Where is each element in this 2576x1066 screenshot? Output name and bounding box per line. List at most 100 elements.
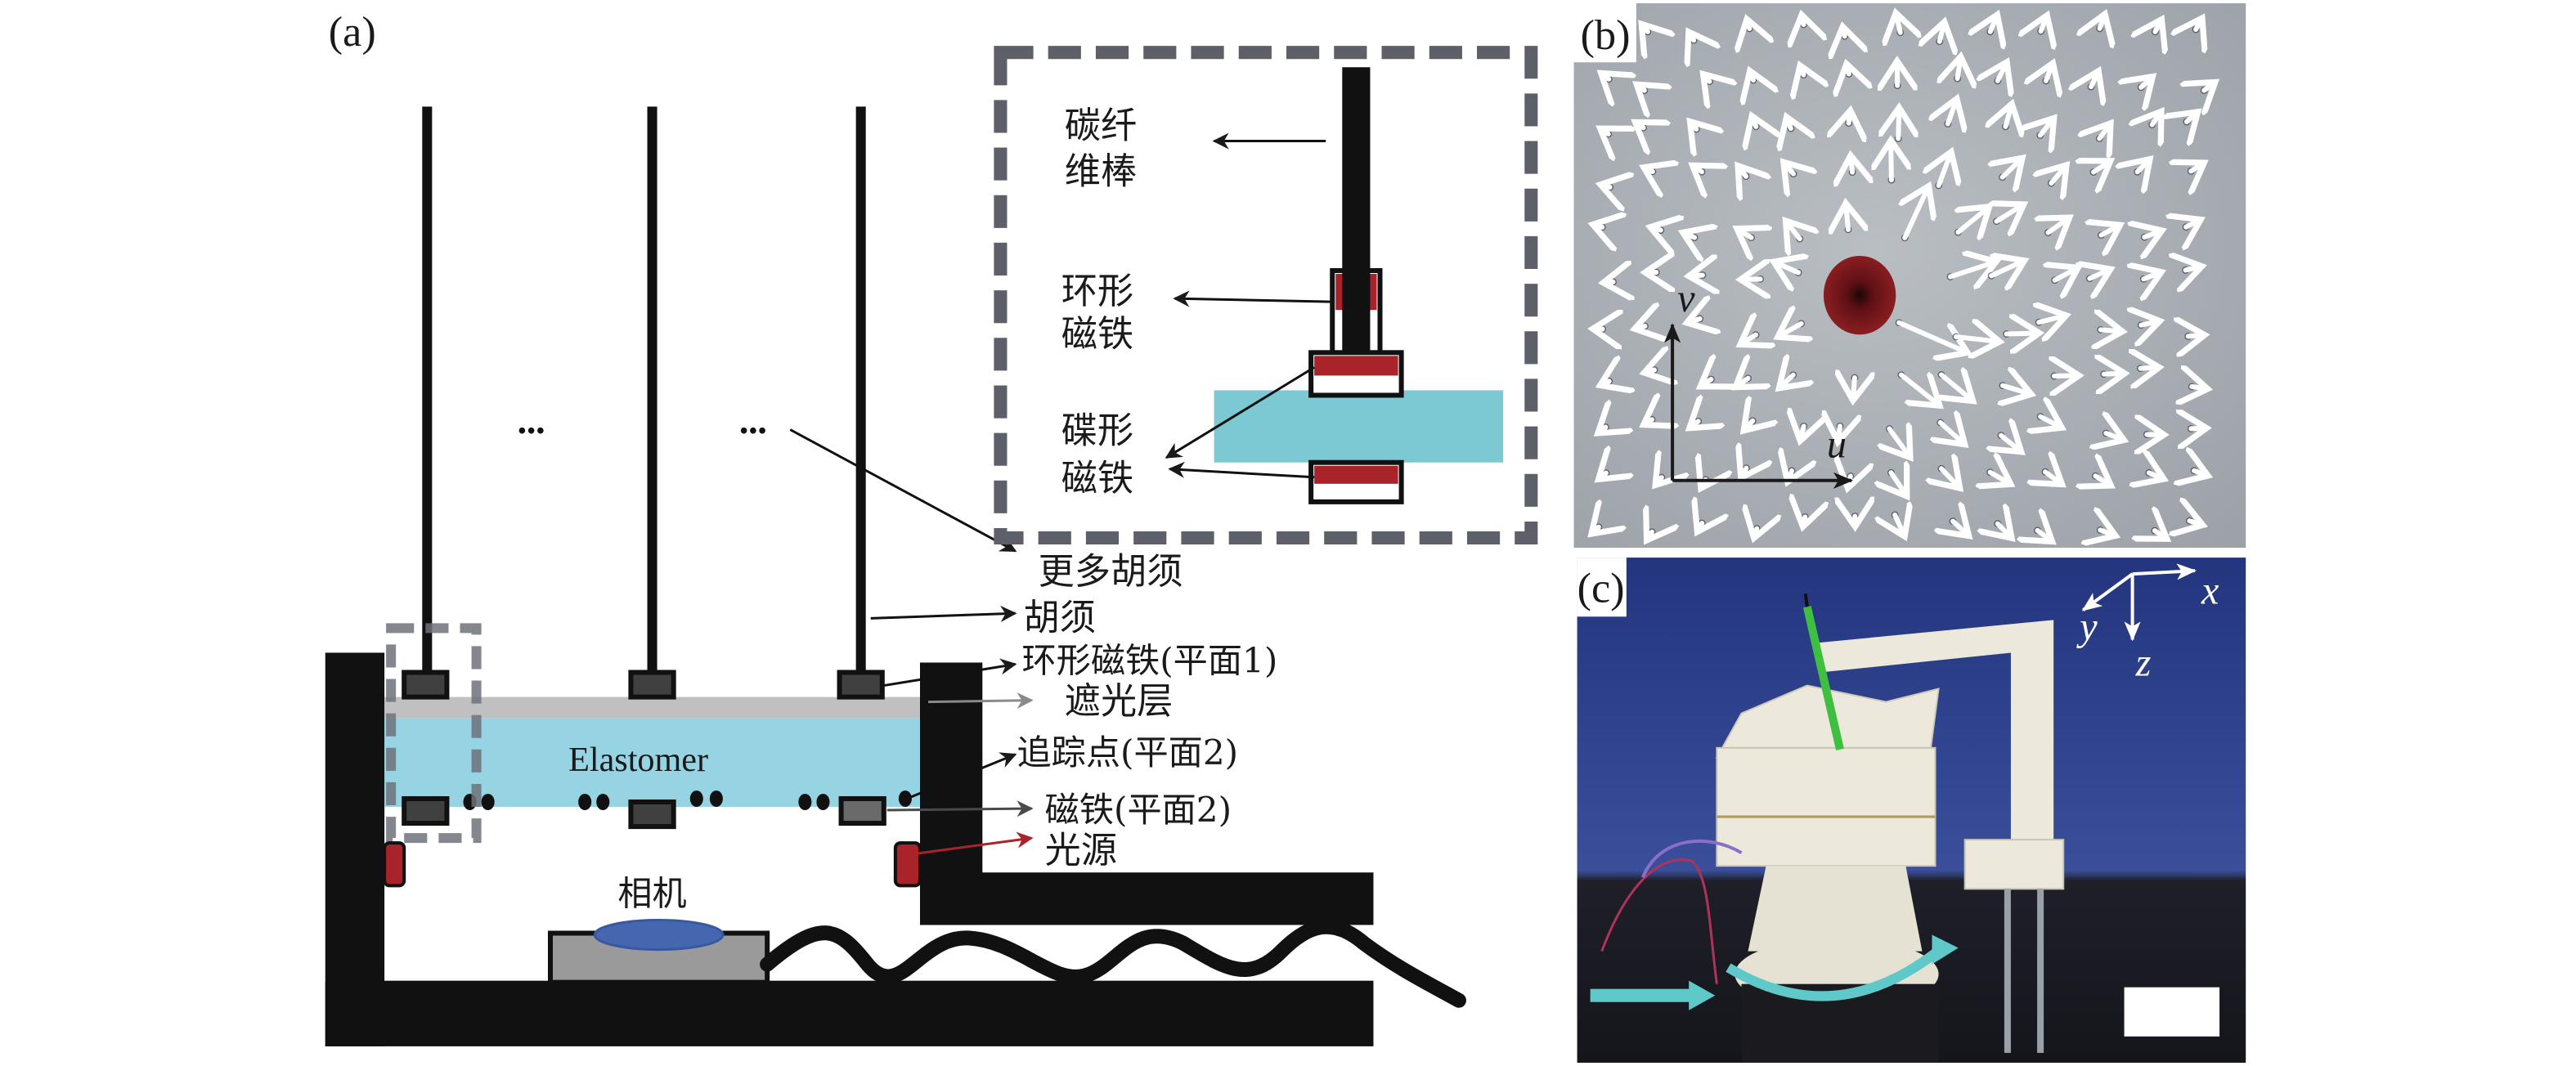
displacement-arrow <box>2140 367 2159 368</box>
magnet <box>628 799 676 830</box>
displacement-arrow <box>2188 335 2205 337</box>
label-whisker: 胡须 <box>1024 597 1096 638</box>
displacement-arrow <box>1750 71 1753 80</box>
displacement-arrow <box>1593 225 1603 227</box>
axis-u-label: u <box>1827 423 1847 467</box>
displacement-arrow <box>2191 428 2206 429</box>
displacement-arrow <box>2037 531 2052 542</box>
whisker-arrow <box>870 605 1017 622</box>
label-light-source: 光源 <box>1045 830 1117 871</box>
displacement-arrow <box>1737 229 1752 238</box>
displacement-arrow <box>1895 515 1905 536</box>
displacement-arrow <box>2191 163 2204 171</box>
magnet-plane2-arrow <box>886 800 1034 817</box>
displacement-arrow <box>1778 324 1802 337</box>
panel-c: x y z (c) <box>1577 558 2246 1063</box>
displacement-arrow <box>1803 517 1806 526</box>
displacement-arrow <box>1744 421 1752 431</box>
displacement-arrow <box>1891 473 1906 496</box>
label-light-shield: 遮光层 <box>1065 681 1174 723</box>
wire-purple <box>1641 839 1743 879</box>
inset-disc-bottom-arrow <box>1168 461 1315 479</box>
displacement-arrow <box>1689 32 1694 40</box>
tracking-points-plane2 <box>463 790 912 811</box>
panel-b: (b) v u <box>1573 3 2246 549</box>
displacement-arrow <box>2189 521 2202 525</box>
displacement-arrow <box>2040 417 2062 428</box>
panel-c-label-bg <box>1577 558 1627 617</box>
tracking-point-arrow <box>906 752 1017 800</box>
panel-c-label: (c) <box>1577 564 1625 611</box>
rotation-arrow <box>1726 943 1945 1001</box>
camera-lens <box>593 918 725 952</box>
inset-disc-magnet-bottom-red <box>1314 465 1398 484</box>
more-whiskers-ellipsis-1: ••• <box>518 416 545 446</box>
displacement-arrow <box>1800 426 1803 441</box>
displacement-arrow <box>2041 16 2048 31</box>
inset-label-disc-magnet-1: 碟形 <box>1061 410 1133 452</box>
push-arrow <box>1590 988 1696 1002</box>
panel-b-label-bg <box>1573 3 1636 63</box>
displacement-arrow <box>2094 161 2111 172</box>
displacement-arrow <box>1655 477 1662 485</box>
displacement-arrow <box>1838 426 1840 441</box>
ring-magnet <box>402 670 450 700</box>
displacement-arrow <box>2003 386 2031 395</box>
displacement-arrow <box>2101 329 2123 331</box>
displacement-arrow <box>2186 266 2202 271</box>
displacement-arrow <box>2005 104 2012 127</box>
displacement-arrow <box>2003 158 2022 177</box>
displacement-arrow <box>2152 111 2161 124</box>
displacement-arrow <box>1600 128 1609 134</box>
displacement-arrow <box>1898 108 1899 141</box>
displacement-arrow <box>1905 186 1928 240</box>
displacement-arrow <box>1690 421 1699 428</box>
support-post <box>2004 889 2011 1053</box>
displacement-arrow <box>1990 15 1998 32</box>
rotation-arrow-head <box>1932 934 1959 965</box>
push-arrow-head <box>1689 980 1716 1010</box>
displacement-arrow <box>2204 82 2215 90</box>
magnet <box>402 795 450 826</box>
displacement-arrow <box>2039 316 2067 322</box>
tracking-point <box>689 790 703 808</box>
inset-label-carbon-rod-2: 维棒 <box>1065 151 1137 193</box>
displacement-arrow <box>1948 99 1957 124</box>
green-probe <box>1802 606 1844 750</box>
displacement-arrow <box>2091 71 2098 87</box>
displacement-arrow <box>1898 375 1940 406</box>
axis-x-label: x <box>2201 569 2219 612</box>
displacement-arrow <box>1989 261 2024 276</box>
displacement-arrow <box>1998 62 2007 81</box>
support-post <box>2037 889 2044 1053</box>
support-base-plate <box>1963 839 2065 890</box>
displacement-arrow <box>1846 204 1848 230</box>
axis-y-arrow <box>2081 572 2134 611</box>
displacement-arrow <box>1697 523 1702 532</box>
displacement-arrow <box>1958 56 1961 78</box>
displacement-arrow <box>1693 165 1702 172</box>
camera-label: 相机 <box>617 873 686 913</box>
displacement-arrow <box>1598 428 1606 433</box>
sensor-housing <box>1716 746 1936 867</box>
displacement-arrow <box>2196 18 2202 29</box>
panel-a: (a) ••• ••• Elastomer <box>325 8 1538 1046</box>
displacement-vector-field <box>1591 13 2215 542</box>
displacement-arrow <box>1784 162 1793 173</box>
inset-elastomer <box>1214 390 1504 463</box>
inset-label-ring-magnet-2: 磁铁 <box>1061 313 1133 355</box>
displacement-arrow <box>1889 428 1910 457</box>
probe-tip <box>1803 593 1809 607</box>
inset-label-carbon-rod-1: 碳纤 <box>1065 105 1137 147</box>
displacement-arrow <box>2054 375 2079 376</box>
magnets-plane2 <box>402 795 886 830</box>
inset-rod-through-ring <box>1342 271 1371 361</box>
displacement-arrow <box>2095 476 2111 486</box>
contact-point <box>1823 255 1896 335</box>
label-tracking-points-plane2: 追踪点(平面2) <box>1017 732 1239 773</box>
elastomer-label: Elastomer <box>568 741 708 779</box>
displacement-arrow <box>1703 74 1710 82</box>
displacement-arrow <box>1645 370 1654 373</box>
tracking-point <box>709 790 723 808</box>
